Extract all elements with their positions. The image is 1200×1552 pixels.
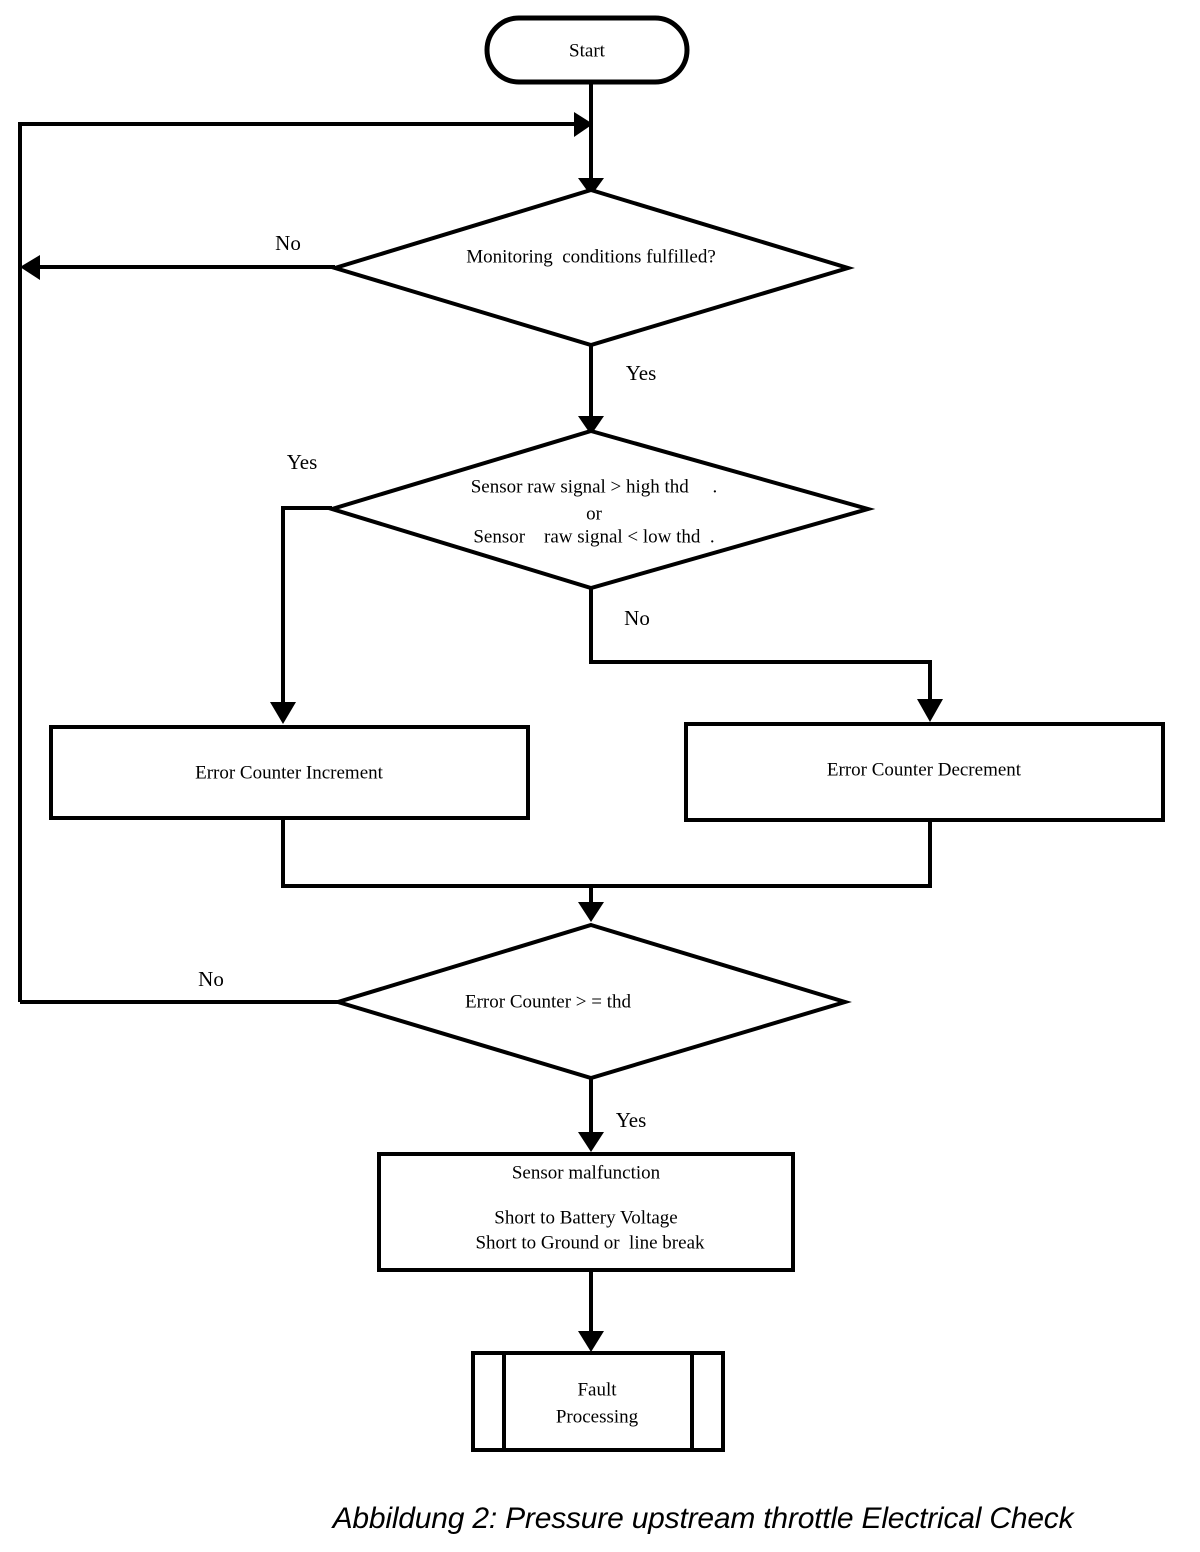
threshold-decision-shape (325, 428, 876, 591)
sensor-malfunction-line1: Sensor malfunction (512, 1162, 661, 1183)
node-fault-processing[interactable]: Fault Processing (471, 1351, 725, 1452)
fault-processing-line2: Processing (556, 1406, 639, 1427)
arrowhead-feedback-into-start-line (574, 112, 593, 137)
start-label: Start (569, 40, 606, 61)
arrowhead-threshold-yes (270, 702, 296, 724)
arrowhead-start-to-monitoring (578, 178, 604, 196)
sensor-malfunction-line3: Short to Ground or line break (475, 1232, 705, 1253)
fault-processing-line1: Fault (577, 1379, 617, 1400)
edge-feedback-loop-left (18, 122, 578, 1002)
node-monitoring-decision[interactable]: Monitoring conditions fulfilled? (328, 187, 855, 348)
edge-threshold-no (589, 588, 932, 703)
arrowhead-malfunction-to-fault (578, 1331, 604, 1352)
error-counter-threshold-shape (331, 922, 852, 1081)
arrowhead-counter-yes (578, 1132, 604, 1152)
monitoring-decision-shape (328, 187, 855, 348)
node-sensor-malfunction[interactable]: Sensor malfunction Short to Battery Volt… (377, 1152, 795, 1272)
start-shape (484, 15, 690, 85)
edge-label-counter-no: No (198, 967, 224, 991)
error-counter-increment-label: Error Counter Increment (195, 762, 384, 783)
node-error-counter-threshold-decision[interactable]: Error Counter > = thd (331, 922, 852, 1081)
node-error-counter-decrement[interactable]: Error Counter Decrement (684, 722, 1165, 822)
monitoring-decision-label: Monitoring conditions fulfilled? (466, 246, 716, 267)
arrowhead-monitoring-no (20, 255, 40, 280)
node-error-counter-increment[interactable]: Error Counter Increment (49, 725, 530, 820)
arrowhead-monitoring-yes (578, 416, 604, 435)
error-counter-decrement-shape (684, 722, 1165, 822)
edge-label-threshold-yes: Yes (287, 450, 318, 474)
threshold-decision-line2: or (586, 503, 603, 524)
error-counter-increment-shape (49, 725, 530, 820)
edge-label-counter-yes: Yes (616, 1108, 647, 1132)
figure-caption: Abbildung 2: Pressure upstream throttle … (331, 1502, 1076, 1535)
sensor-malfunction-line2: Short to Battery Voltage (494, 1207, 677, 1228)
error-counter-threshold-label: Error Counter > = thd (465, 991, 632, 1012)
edge-threshold-yes (281, 506, 332, 706)
fault-processing-shape (471, 1351, 725, 1452)
edge-label-monitoring-no: No (275, 231, 301, 255)
threshold-decision-line3: Sensor raw signal < low thd . (473, 526, 714, 547)
error-counter-decrement-label: Error Counter Decrement (827, 759, 1022, 780)
arrowhead-threshold-no (917, 699, 943, 722)
node-threshold-decision[interactable]: Sensor raw signal > high thd . or Sensor… (325, 428, 876, 591)
node-start[interactable]: Start (484, 15, 690, 85)
edge-boxes-merge (281, 818, 932, 888)
edge-label-monitoring-yes: Yes (626, 361, 657, 385)
arrowhead-merge-to-counter-decision (578, 902, 604, 922)
threshold-decision-line1: Sensor raw signal > high thd . (471, 476, 718, 497)
sensor-malfunction-shape (377, 1152, 795, 1272)
edge-label-threshold-no: No (624, 606, 650, 630)
